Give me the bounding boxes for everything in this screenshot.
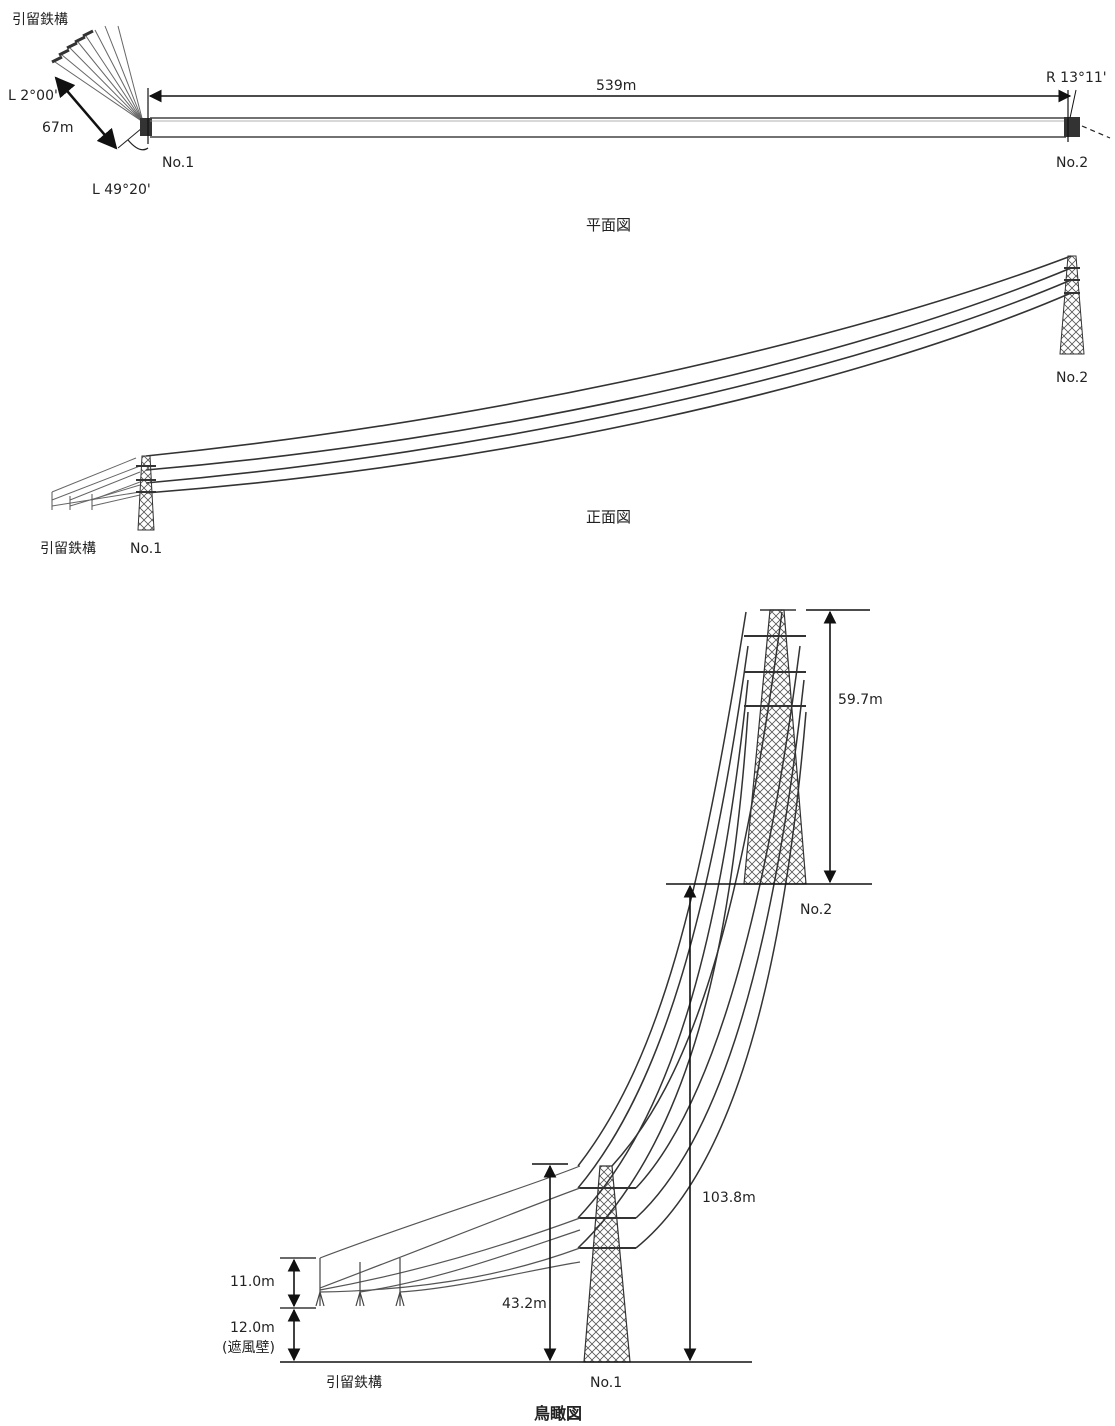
plan-anchor-insulators xyxy=(51,29,94,64)
front-tower-no2-label: No.2 xyxy=(1056,370,1088,386)
front-conductors xyxy=(145,255,1072,494)
birdseye-view: 59.7m 103.8m 43.2m 11.0m 12.0m (遮風壁) No.… xyxy=(222,609,883,1423)
plan-span-label: 539m xyxy=(596,78,636,94)
plan-view: 引留鉄構 L 2°00' 67m L 49°20' No.1 539m R 13… xyxy=(8,12,1111,234)
plan-view-title: 平面図 xyxy=(586,216,631,234)
front-anchor-wires xyxy=(51,457,141,507)
birdseye-conductors xyxy=(577,611,807,1249)
front-view-title: 正面図 xyxy=(586,508,631,526)
plan-tower-no2-label: No.2 xyxy=(1056,155,1088,171)
birdseye-tower-no1-label: No.1 xyxy=(590,1375,622,1391)
birdseye-anchor-wires xyxy=(319,1165,581,1293)
front-tower-no1 xyxy=(136,455,156,531)
birdseye-anchor-structures xyxy=(315,1258,405,1307)
plan-angle-right: R 13°11' xyxy=(1046,70,1107,86)
dim-elevation-diff: 103.8m xyxy=(702,1190,756,1206)
plan-anchor-distance-arrow xyxy=(54,76,118,150)
birdseye-tower-no1 xyxy=(578,1165,636,1363)
dim-no2-height: 59.7m xyxy=(838,692,883,708)
front-view: No.2 正面図 引留鉄構 No.1 xyxy=(40,255,1088,557)
birdseye-tower-no2 xyxy=(743,609,807,885)
plan-angle-arc xyxy=(127,139,149,151)
front-anchor-tower-label: 引留鉄構 xyxy=(40,541,96,557)
birdseye-view-title: 鳥瞰図 xyxy=(534,1404,582,1423)
dim-wall-label: (遮風壁) xyxy=(222,1340,275,1356)
front-anchor-structures xyxy=(51,492,93,510)
dim-no1-height: 43.2m xyxy=(502,1296,547,1312)
plan-anchor-distance: 67m xyxy=(42,120,73,136)
plan-anchor-tower-label: 引留鉄構 xyxy=(12,12,68,28)
front-tower-no2 xyxy=(1059,255,1085,355)
dim-anchor-height: 11.0m xyxy=(230,1274,275,1290)
plan-tower-no2 xyxy=(1064,117,1080,137)
dim-wall-height: 12.0m xyxy=(230,1320,275,1336)
plan-tower-no1-label: No.1 xyxy=(162,155,194,171)
birdseye-tower-no2-label: No.2 xyxy=(800,902,832,918)
plan-angle-upper-left: L 2°00' xyxy=(8,88,58,104)
plan-tower-no1 xyxy=(140,118,152,136)
plan-anchor-fan xyxy=(54,25,144,123)
birdseye-anchor-tower-label: 引留鉄構 xyxy=(326,1375,382,1391)
plan-angle-lower-left: L 49°20' xyxy=(92,182,151,198)
front-tower-no1-label: No.1 xyxy=(130,541,162,557)
